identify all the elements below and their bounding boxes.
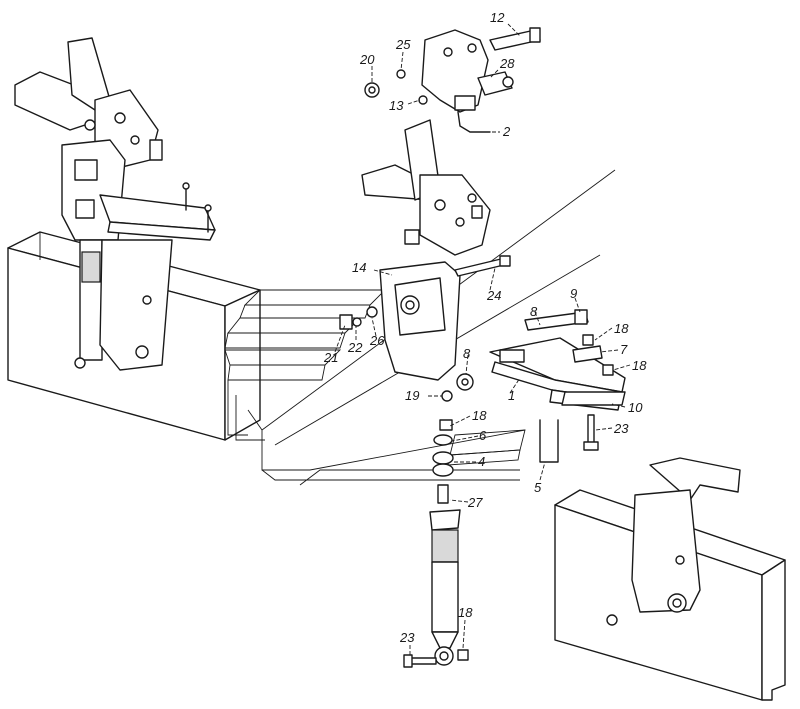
callout-18-a: 18 bbox=[614, 321, 629, 336]
callout-8-upper: 8 bbox=[530, 304, 538, 319]
callout-9: 9 bbox=[570, 286, 577, 301]
callout-7: 7 bbox=[620, 342, 628, 357]
callout-8-lower: 8 bbox=[463, 346, 471, 361]
top-hinge-bracket bbox=[364, 27, 541, 133]
callout-18-d: 18 bbox=[458, 605, 473, 620]
callout-14: 14 bbox=[352, 260, 366, 275]
callout-18-c: 18 bbox=[472, 408, 487, 423]
callout-19: 19 bbox=[405, 388, 419, 403]
callout-24: 24 bbox=[486, 288, 501, 303]
callout-26: 26 bbox=[369, 333, 385, 348]
callout-4: 4 bbox=[478, 454, 485, 469]
callout-1: 1 bbox=[508, 388, 515, 403]
callout-10: 10 bbox=[628, 400, 643, 415]
callout-28: 28 bbox=[499, 56, 515, 71]
callout-22: 22 bbox=[347, 340, 363, 355]
callout-18-b: 18 bbox=[632, 358, 647, 373]
callout-13: 13 bbox=[389, 98, 404, 113]
callout-5: 5 bbox=[534, 480, 542, 495]
callout-6: 6 bbox=[479, 428, 487, 443]
callout-labels: 12 25 20 28 13 2 14 24 26 22 21 8 9 18 7… bbox=[323, 10, 647, 645]
shock-absorber bbox=[403, 419, 469, 668]
callout-23-right: 23 bbox=[613, 421, 629, 436]
right-frame-rail bbox=[554, 457, 786, 701]
callout-25: 25 bbox=[395, 37, 411, 52]
callout-20: 20 bbox=[359, 52, 375, 67]
callout-2: 2 bbox=[502, 124, 511, 139]
leader-lines bbox=[334, 23, 631, 656]
callout-23-left: 23 bbox=[399, 630, 415, 645]
upper-center-bracket bbox=[361, 119, 491, 256]
callout-12: 12 bbox=[490, 10, 505, 25]
center-rear-bracket bbox=[339, 255, 511, 381]
left-cab-bracket bbox=[14, 37, 216, 371]
callout-21: 21 bbox=[323, 350, 338, 365]
callout-27: 27 bbox=[467, 495, 483, 510]
leaf-spring-assembly bbox=[441, 309, 626, 463]
